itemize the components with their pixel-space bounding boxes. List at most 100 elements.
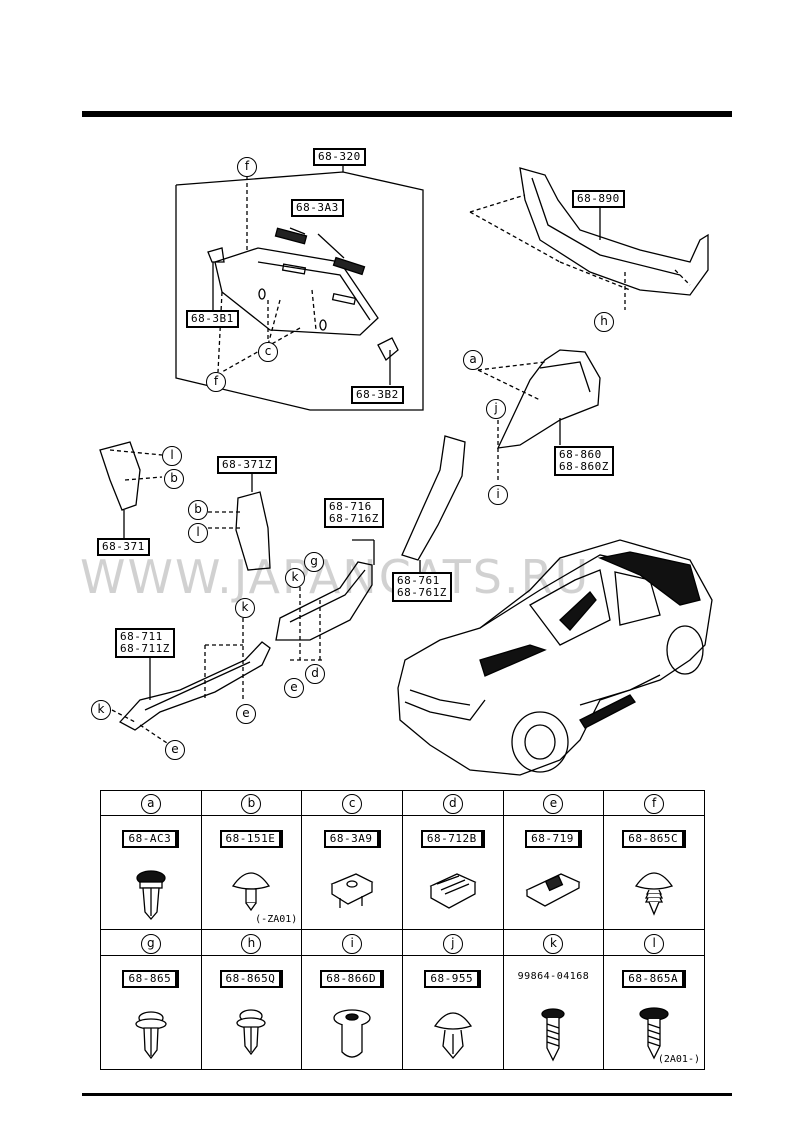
front-scuff-plate — [118, 641, 271, 731]
screw-icon — [639, 1007, 669, 1060]
part-number: 68-712B — [420, 830, 485, 849]
legend-key: e — [543, 794, 564, 815]
callout-a: a — [463, 350, 483, 370]
callout-e-middle: e — [236, 704, 256, 724]
part-number: 68-151E — [219, 830, 284, 849]
tree-clip-icon — [635, 872, 674, 916]
label-68-711-line2: 68-711Z — [120, 642, 170, 655]
legend-header-i: i — [301, 929, 403, 956]
legend-header-k: k — [502, 929, 605, 956]
label-68-860-line1: 68-860 — [559, 448, 602, 461]
callout-e-lower: e — [165, 740, 185, 760]
part-number: 68-719 — [525, 830, 582, 849]
pillar-trim — [401, 435, 466, 561]
label-68-371: 68-371 — [97, 538, 150, 556]
legend-header-b: b — [200, 789, 303, 817]
legend-cell-e: 68-719 — [502, 815, 605, 931]
part-number: 68-865C — [622, 830, 687, 849]
label-68-716: 68-716 68-716Z — [324, 498, 384, 528]
exploded-parts-diagram — [99, 165, 713, 776]
legend-cell-d: 68-712B — [401, 815, 504, 931]
legend-key: l — [644, 933, 665, 954]
car-body — [397, 539, 713, 776]
a-pillar-lower-trim — [99, 441, 141, 511]
legend-cell-g: 68-865 — [100, 954, 202, 1071]
label-68-761-line2: 68-761Z — [397, 586, 447, 599]
callout-h: h — [594, 312, 614, 332]
car-rear-sill-highlight — [579, 694, 636, 729]
screw-icon — [541, 1008, 566, 1062]
car-sill-highlight — [479, 644, 547, 677]
legend-key: d — [442, 794, 463, 815]
legend-cell-h: 68-865Q — [200, 954, 303, 1071]
label-68-3b2: 68-3B2 — [351, 386, 404, 404]
legend-header-h: h — [200, 929, 303, 956]
label-68-761-line1: 68-761 — [397, 574, 440, 587]
callout-l-left: l — [162, 446, 182, 466]
legend-header-e: e — [502, 789, 605, 817]
callout-b-right: b — [188, 500, 208, 520]
u-nut-clip-icon — [330, 873, 374, 909]
legend-key: h — [241, 933, 262, 954]
top-rule — [82, 111, 732, 117]
sill-clip-icon — [526, 873, 581, 908]
tray-bracket-right — [377, 337, 399, 362]
part-number: 68-866D — [320, 969, 385, 988]
legend-cell-i: 68-866D — [301, 954, 403, 1071]
legend-key: g — [140, 933, 161, 954]
callout-j: j — [486, 399, 506, 419]
push-rivet-icon — [236, 1009, 267, 1055]
watermark: WWW.JAPANCATS.RU — [80, 550, 591, 604]
callout-k-sill: k — [235, 598, 255, 618]
callout-k-lower: k — [91, 700, 111, 720]
legend-key: f — [644, 794, 665, 815]
rear-scuff-plate — [275, 561, 373, 641]
parts-legend-table: a b c d e f 68-AC3 68-151E (-ZA01) 68-3A… — [100, 789, 705, 1071]
legend-key: b — [241, 794, 262, 815]
legend-cell-l: 68-865A (2A01-) — [603, 954, 705, 1071]
callout-g: g — [304, 552, 324, 572]
a-pillar-lower-trim-rh — [235, 491, 271, 571]
label-68-890: 68-890 — [572, 190, 625, 208]
callout-c: c — [258, 342, 278, 362]
label-68-320: 68-320 — [313, 148, 366, 166]
legend-cell-j: 68-955 — [401, 954, 504, 1071]
legend-key: a — [140, 794, 161, 815]
callout-e-upper: e — [284, 678, 304, 698]
part-number: 68-3A9 — [323, 830, 381, 849]
part-number: 99864-04168 — [517, 970, 590, 982]
label-68-761: 68-761 68-761Z — [392, 572, 452, 602]
label-68-3a3: 68-3A3 — [291, 199, 344, 217]
part-note: (2A01-) — [657, 1054, 700, 1065]
push-rivet-icon — [136, 870, 166, 921]
rear-crossmember — [519, 167, 709, 296]
bottom-rule — [82, 1093, 732, 1096]
legend-body-row-2: 68-865 68-865Q 68-866D 68-955 99864-0416… — [100, 954, 705, 1071]
part-number: 68-865A — [622, 969, 687, 988]
callout-l-right: l — [188, 523, 208, 543]
car-pillar-highlight — [559, 591, 597, 631]
callout-d: d — [305, 664, 325, 684]
car-package-tray-highlight — [597, 551, 701, 606]
tray-bracket-left — [207, 247, 225, 263]
label-68-716-line2: 68-716Z — [329, 512, 379, 525]
legend-header-g: g — [100, 929, 202, 956]
label-68-371z: 68-371Z — [217, 456, 277, 474]
label-68-716-line1: 68-716 — [329, 500, 372, 513]
legend-header-row-2: g h i j k l — [100, 929, 705, 956]
label-68-3b1: 68-3B1 — [186, 310, 239, 328]
legend-cell-f: 68-865C — [603, 815, 705, 931]
mushroom-clip-icon — [232, 872, 271, 912]
legend-header-a: a — [100, 789, 202, 817]
part-number: 68-955 — [424, 969, 482, 988]
callout-k-upper: k — [285, 568, 305, 588]
legend-body-row-1: 68-AC3 68-151E (-ZA01) 68-3A9 68-712B 68… — [100, 815, 705, 931]
speaker-grille-right — [332, 256, 366, 276]
legend-key: c — [342, 794, 363, 815]
callout-b-left: b — [164, 469, 184, 489]
callout-f-top: f — [237, 157, 257, 177]
legend-header-row-1: a b c d e f — [100, 789, 705, 817]
quarter-trim-panel — [496, 349, 601, 449]
legend-cell-b: 68-151E (-ZA01) — [200, 815, 303, 931]
callout-i: i — [488, 485, 508, 505]
